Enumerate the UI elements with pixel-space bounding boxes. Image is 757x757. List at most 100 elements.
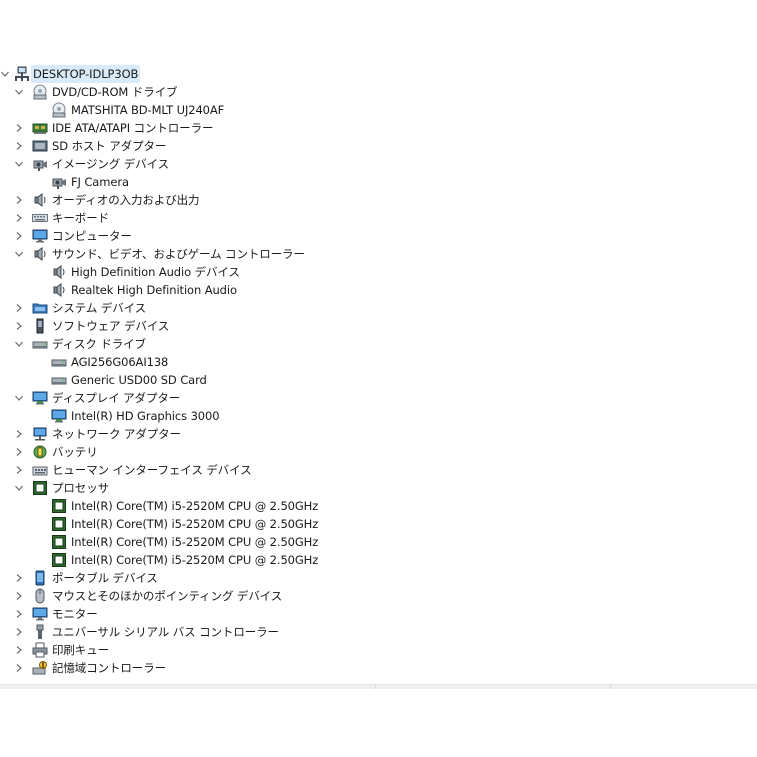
tree-node-label: 記憶域コントローラー [52,661,166,675]
monitor-icon [32,606,48,622]
tree-node-label: Intel(R) HD Graphics 3000 [71,409,220,423]
computer-network-icon [14,66,30,82]
tree-node-label: 印刷キュー [52,643,109,657]
tree-node[interactable]: バッテリ [0,443,757,461]
network-adapter-icon [32,426,48,442]
tree-node-label: IDE ATA/ATAPI コントローラー [52,121,214,135]
tree-node-label: ソフトウェア デバイス [52,319,170,333]
chevron-right-icon[interactable] [14,663,24,673]
tree-node[interactable]: サウンド、ビデオ、およびゲーム コントローラー [0,245,757,263]
tree-node[interactable]: ディスプレイ アダプター [0,389,757,407]
tree-node-label: サウンド、ビデオ、およびゲーム コントローラー [52,247,305,261]
processor-icon [51,516,67,532]
tree-node-label: DESKTOP-IDLP3OB [31,65,141,83]
tree-node[interactable]: オーディオの入力および出力 [0,191,757,209]
status-separator [375,685,376,689]
sd-host-icon [32,138,48,154]
chevron-right-icon[interactable] [14,195,24,205]
tree-node[interactable]: Intel(R) Core(TM) i5-2520M CPU @ 2.50GHz [0,551,757,569]
tree-node[interactable]: システム デバイス [0,299,757,317]
tree-node[interactable]: FJ Camera [0,173,757,191]
tree-node[interactable]: イメージング デバイス [0,155,757,173]
tree-node[interactable]: ユニバーサル シリアル バス コントローラー [0,623,757,641]
tree-node[interactable]: キーボード [0,209,757,227]
tree-node-label: プロセッサ [52,481,109,495]
tree-node-label: ヒューマン インターフェイス デバイス [52,463,252,477]
mouse-icon [32,588,48,604]
chevron-down-icon[interactable] [14,483,24,493]
tree-node-label: Intel(R) Core(TM) i5-2520M CPU @ 2.50GHz [71,517,319,531]
tree-node-label: SD ホスト アダプター [52,139,167,153]
tree-node-label: マウスとそのほかのポインティング デバイス [52,589,283,603]
disk-drive-icon [32,336,48,352]
chevron-right-icon[interactable] [14,609,24,619]
battery-icon [32,444,48,460]
tree-node[interactable]: コンピューター [0,227,757,245]
chevron-down-icon[interactable] [0,69,10,79]
portable-device-icon [32,570,48,586]
chevron-right-icon[interactable] [14,591,24,601]
chevron-right-icon[interactable] [14,213,24,223]
tree-node-label: ディスプレイ アダプター [52,391,181,405]
chevron-right-icon[interactable] [14,465,24,475]
tree-node-label: イメージング デバイス [52,157,169,171]
chevron-right-icon[interactable] [14,573,24,583]
tree-node[interactable]: DESKTOP-IDLP3OB [0,65,757,83]
tree-node[interactable]: DVD/CD-ROM ドライブ [0,83,757,101]
chevron-right-icon[interactable] [14,447,24,457]
printer-icon [32,642,48,658]
tree-node[interactable]: ネットワーク アダプター [0,425,757,443]
chevron-right-icon[interactable] [14,141,24,151]
tree-node[interactable]: 印刷キュー [0,641,757,659]
disk-drive-icon [51,372,67,388]
tree-node[interactable]: ディスク ドライブ [0,335,757,353]
chevron-right-icon[interactable] [14,645,24,655]
tree-node[interactable]: Intel(R) Core(TM) i5-2520M CPU @ 2.50GHz [0,533,757,551]
usb-icon [32,624,48,640]
chevron-right-icon[interactable] [14,231,24,241]
tree-node-label: Intel(R) Core(TM) i5-2520M CPU @ 2.50GHz [71,535,319,549]
chevron-right-icon[interactable] [14,123,24,133]
tree-node[interactable]: Realtek High Definition Audio [0,281,757,299]
tree-node-label: ユニバーサル シリアル バス コントローラー [52,625,279,639]
tree-node-label: モニター [52,607,98,621]
tree-node[interactable]: ポータブル デバイス [0,569,757,587]
tree-node[interactable]: ソフトウェア デバイス [0,317,757,335]
display-adapter-icon [51,408,67,424]
tree-node[interactable]: Intel(R) Core(TM) i5-2520M CPU @ 2.50GHz [0,515,757,533]
tree-node[interactable]: マウスとそのほかのポインティング デバイス [0,587,757,605]
chevron-down-icon[interactable] [14,339,24,349]
tree-node-label: DVD/CD-ROM ドライブ [52,85,178,99]
chevron-down-icon[interactable] [14,393,24,403]
tree-node[interactable]: IDE ATA/ATAPI コントローラー [0,119,757,137]
tree-node[interactable]: AGI256G06AI138 [0,353,757,371]
tree-node[interactable]: Intel(R) HD Graphics 3000 [0,407,757,425]
chevron-right-icon[interactable] [14,303,24,313]
tree-node[interactable]: MATSHITA BD-MLT UJ240AF [0,101,757,119]
tree-node[interactable]: Generic USD00 SD Card [0,371,757,389]
chevron-right-icon[interactable] [14,627,24,637]
chevron-right-icon[interactable] [14,429,24,439]
tree-node[interactable]: Intel(R) Core(TM) i5-2520M CPU @ 2.50GHz [0,497,757,515]
monitor-icon [32,228,48,244]
tree-node-label: FJ Camera [71,175,129,189]
speaker-icon [32,192,48,208]
tree-node[interactable]: モニター [0,605,757,623]
tree-node[interactable]: プロセッサ [0,479,757,497]
software-device-icon [32,318,48,334]
chevron-down-icon[interactable] [14,159,24,169]
processor-icon [51,534,67,550]
tree-node[interactable]: High Definition Audio デバイス [0,263,757,281]
tree-node-label: Realtek High Definition Audio [71,283,237,297]
tree-node[interactable]: ヒューマン インターフェイス デバイス [0,461,757,479]
camera-icon [51,174,67,190]
tree-node-label: Intel(R) Core(TM) i5-2520M CPU @ 2.50GHz [71,499,319,513]
chevron-down-icon[interactable] [14,87,24,97]
chevron-down-icon[interactable] [14,249,24,259]
tree-node[interactable]: SD ホスト アダプター [0,137,757,155]
tree-node[interactable]: 記憶域コントローラー [0,659,757,677]
speaker-icon [51,282,67,298]
keyboard-icon [32,210,48,226]
dvd-drive-icon [51,102,67,118]
chevron-right-icon[interactable] [14,321,24,331]
